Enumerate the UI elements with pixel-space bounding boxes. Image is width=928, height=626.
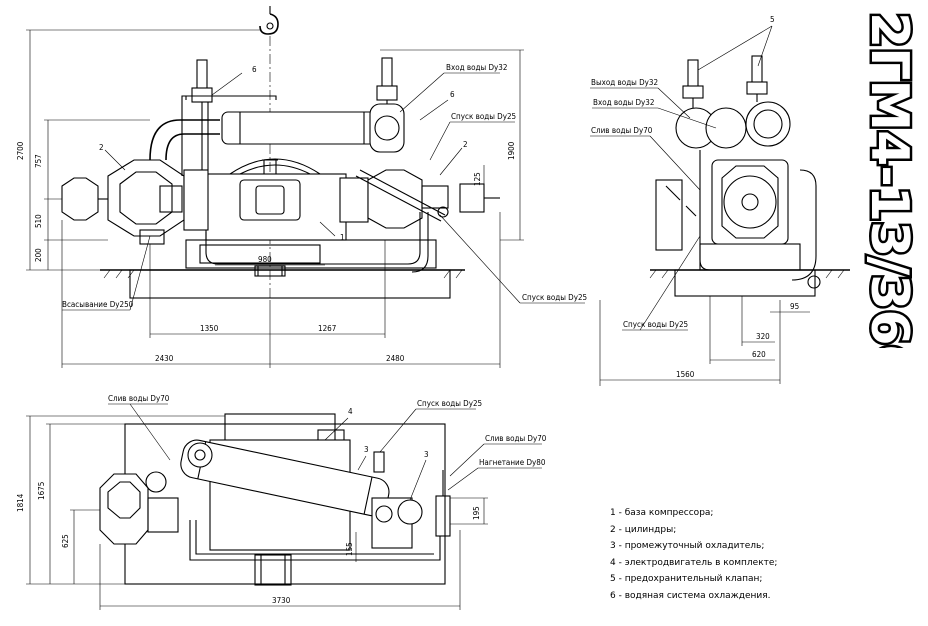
dim-1350: 1350: [200, 324, 219, 333]
dim-980: 980: [258, 255, 272, 264]
dim-2480: 2480: [386, 354, 405, 363]
dim-320: 320: [756, 332, 770, 341]
label-drain-top: Спуск воды Dy25: [451, 112, 516, 121]
label-drain-bottom: Спуск воды Dy25: [522, 293, 587, 302]
legend-item: 6 - водяная система охлаждения.: [610, 590, 771, 601]
dim-1814: 1814: [16, 493, 25, 512]
legend-item: 4 - электродвигатель в комплекте;: [610, 557, 778, 568]
dim-200: 200: [34, 248, 43, 262]
label-side-drain25: Спуск воды Dy25: [623, 320, 688, 329]
dim-1560: 1560: [676, 370, 695, 379]
dim-125: 125: [473, 172, 482, 186]
dim-625: 625: [61, 534, 70, 548]
label-water-in: Вход воды Dy32: [446, 63, 507, 72]
callout-6b: 6: [450, 90, 455, 99]
label-water-out: Выход воды Dy32: [591, 78, 658, 87]
dim-2700: 2700: [16, 141, 25, 160]
legend-item: 5 - предохранительный клапан;: [610, 574, 763, 584]
dim-2430: 2430: [155, 354, 174, 363]
side-view: 5 Выход воды Dy32 Вход воды Dy32 Слив во…: [590, 15, 850, 386]
label-plan-drain70-right: Слив воды Dy70: [485, 434, 547, 443]
legend-item: 3 - промежуточный охладитель;: [610, 541, 765, 551]
callout-6a: 6: [252, 65, 257, 74]
dim-155: 155: [345, 542, 354, 556]
label-plan-drain70-left: Слив воды Dy70: [108, 394, 170, 403]
dim-3730: 3730: [272, 596, 291, 605]
label-suction: Всасывание Dy250: [62, 300, 134, 309]
callout-3a: 3: [364, 445, 369, 454]
plan-view: 4 3 3 Слив воды Dy70 Спуск воды Dy25 Сли…: [16, 394, 547, 610]
callout-5: 5: [770, 15, 775, 24]
label-side-water-in: Вход воды Dy32: [593, 98, 654, 107]
label-discharge: Нагнетание Dy80: [479, 458, 546, 467]
callout-1: 1: [340, 233, 345, 242]
front-view: 6 6 2 2 1 Вход воды Dy32 Спуск воды Dy25…: [16, 6, 587, 368]
callout-3b: 3: [424, 450, 429, 459]
dim-1900: 1900: [507, 141, 516, 160]
model-title: 2ГМ4-13/36С: [858, 10, 922, 349]
legend: 1 - база компрессора; 2 - цилиндры; 3 - …: [610, 505, 870, 604]
dim-1675: 1675: [37, 482, 46, 500]
title-text: 2ГМ4-13/36С: [859, 12, 919, 348]
dim-757: 757: [34, 154, 43, 168]
dim-1267: 1267: [318, 324, 336, 333]
label-side-drain70: Слив воды Dy70: [591, 126, 653, 135]
callout-2a: 2: [99, 143, 104, 152]
dim-620: 620: [752, 350, 766, 359]
legend-item: 2 - цилиндры;: [610, 524, 677, 535]
callout-4: 4: [348, 407, 353, 416]
legend-item: 1 - база компрессора;: [610, 508, 714, 518]
dim-95: 95: [790, 302, 799, 311]
callout-2b: 2: [463, 140, 468, 149]
dim-195: 195: [472, 506, 481, 520]
dim-510: 510: [34, 214, 43, 228]
hook-icon: [259, 6, 279, 35]
label-plan-drain25: Спуск воды Dy25: [417, 399, 482, 408]
